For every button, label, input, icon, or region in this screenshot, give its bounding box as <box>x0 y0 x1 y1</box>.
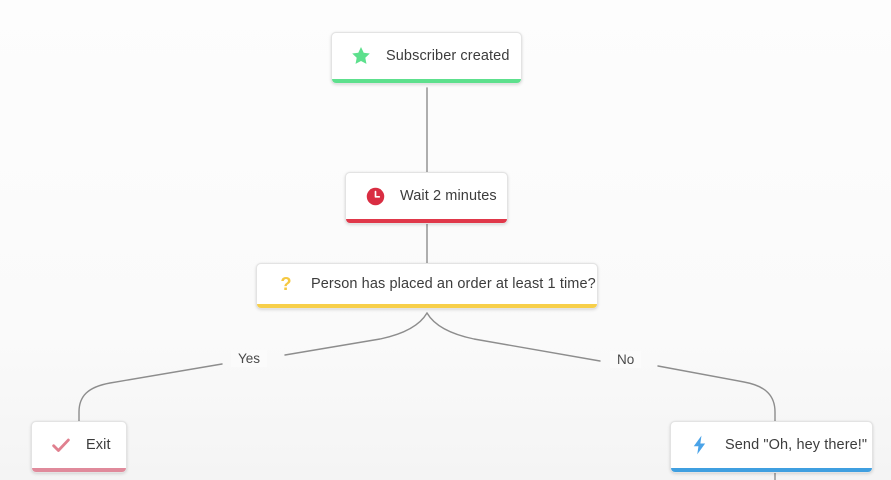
check-icon <box>48 432 74 458</box>
lightning-bolt-icon <box>687 432 713 458</box>
node-condition[interactable]: ? Person has placed an order at least 1 … <box>256 263 598 309</box>
node-body: Send "Oh, hey there!" <box>671 422 872 468</box>
node-body: Subscriber created <box>332 33 521 79</box>
svg-text:?: ? <box>280 273 291 294</box>
connector-yes-to-exit <box>78 363 223 422</box>
branch-label-yes: Yes <box>231 350 268 367</box>
node-subscriber-created[interactable]: Subscriber created <box>331 32 522 84</box>
node-accent-bar <box>346 219 507 223</box>
node-accent-bar <box>671 468 872 472</box>
connector-condition-to-no <box>426 312 601 362</box>
node-label: Wait 2 minutes <box>400 188 497 204</box>
question-mark-icon: ? <box>273 271 299 297</box>
connector-no-to-send <box>657 365 776 422</box>
node-accent-bar <box>257 304 597 308</box>
node-label: Send "Oh, hey there!" <box>725 437 868 453</box>
node-body: Wait 2 minutes <box>346 173 507 219</box>
connector-condition-to-yes <box>284 312 428 356</box>
clock-icon <box>362 183 388 209</box>
node-body: Exit <box>32 422 126 468</box>
branch-label-no: No <box>610 351 642 368</box>
node-body: ? Person has placed an order at least 1 … <box>257 264 597 304</box>
node-accent-bar <box>32 468 126 472</box>
node-exit[interactable]: Exit <box>31 421 127 473</box>
node-accent-bar <box>332 79 521 83</box>
node-wait[interactable]: Wait 2 minutes <box>345 172 508 224</box>
node-label: Subscriber created <box>386 48 510 64</box>
node-label: Exit <box>86 437 111 453</box>
node-send-message[interactable]: Send "Oh, hey there!" <box>670 421 873 473</box>
star-icon <box>348 43 374 69</box>
node-label: Person has placed an order at least 1 ti… <box>311 276 596 292</box>
